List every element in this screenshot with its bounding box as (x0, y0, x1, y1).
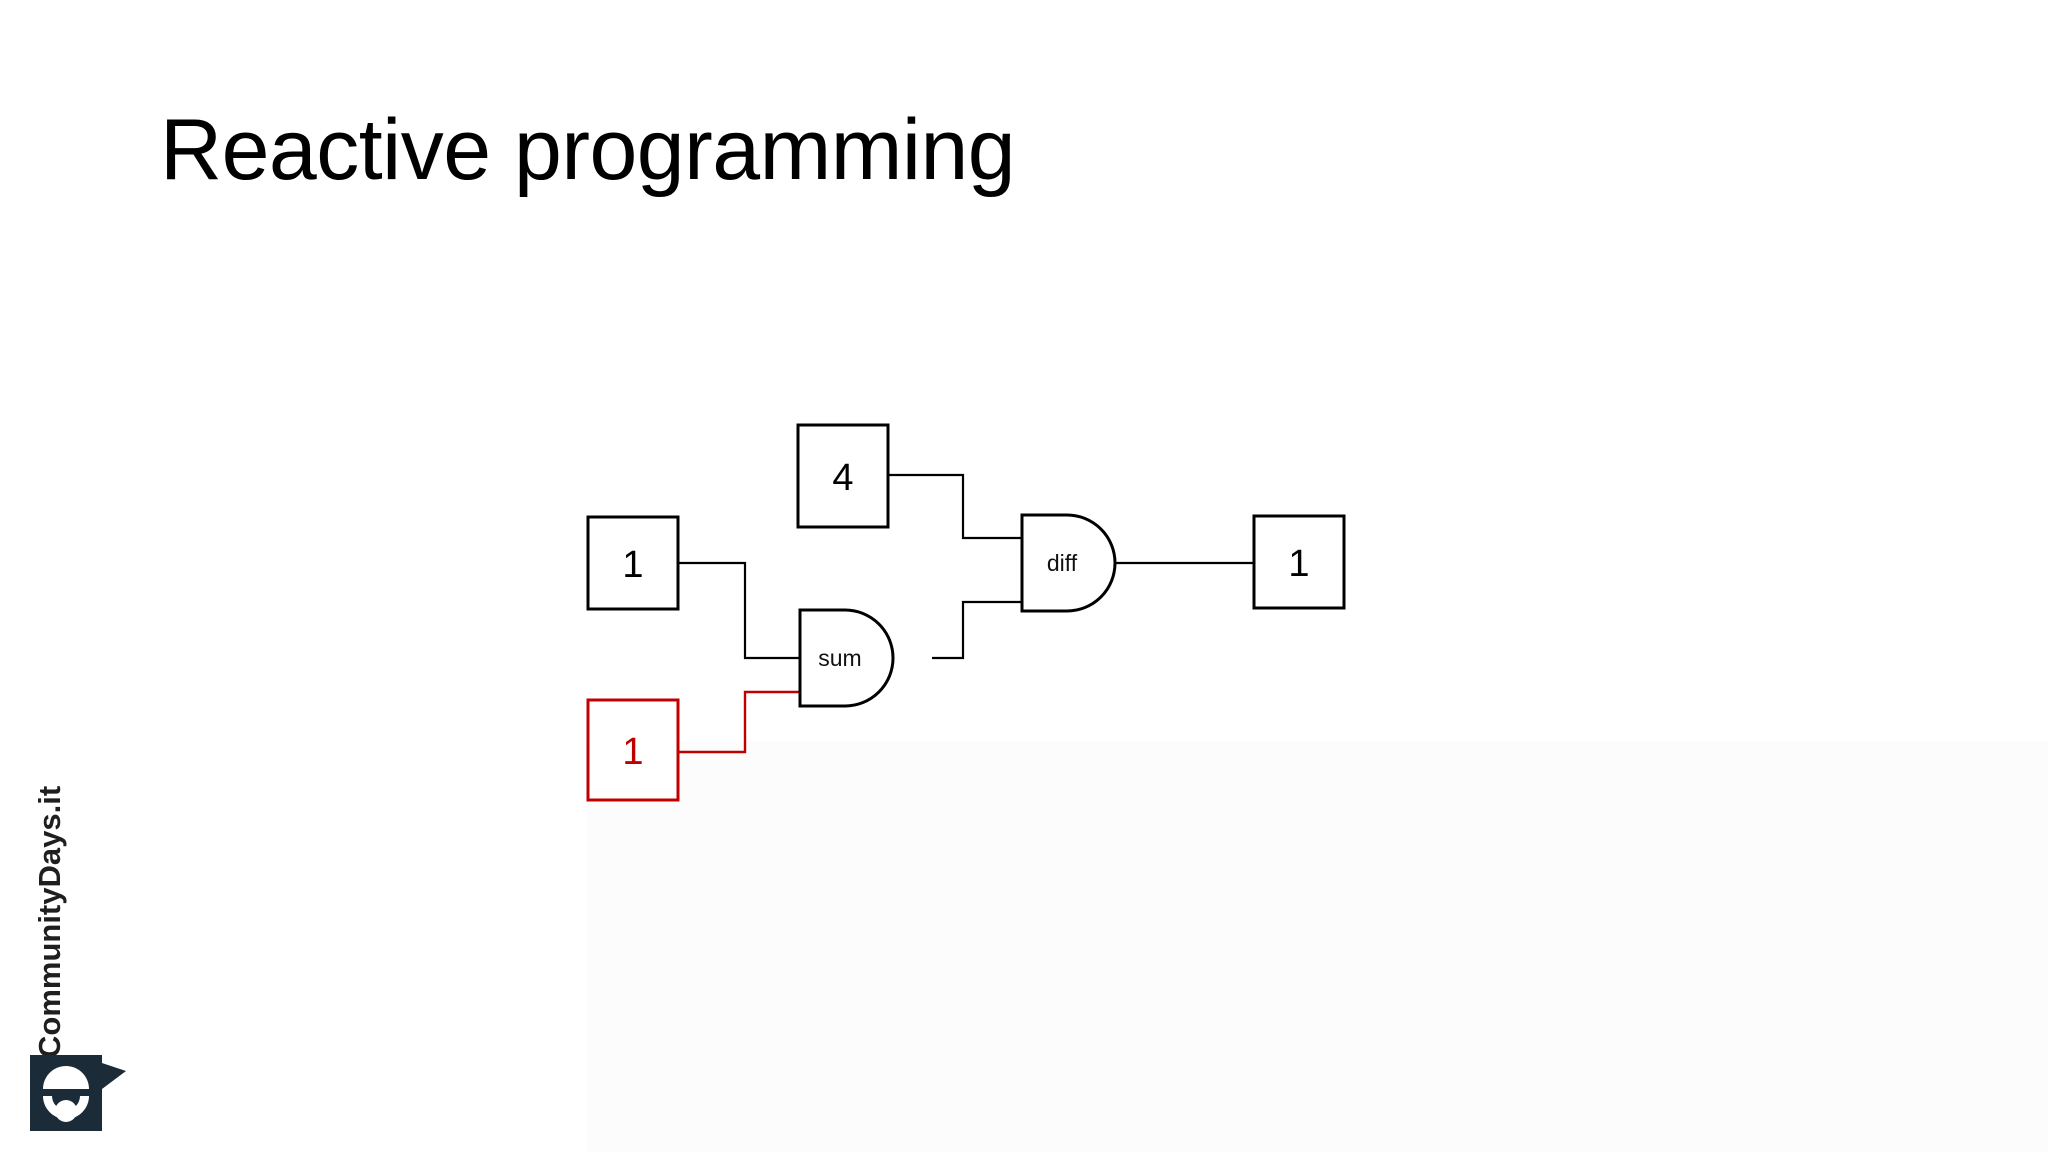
gate-label-diff: diff (1047, 550, 1078, 576)
node-value-box-input-four[interactable]: 4 (796, 423, 890, 529)
node-value-box-input-b[interactable]: 1 (586, 698, 680, 802)
node-value-box-input-a[interactable]: 1 (586, 515, 680, 611)
value-box-label-output: 1 (1288, 543, 1309, 585)
background-panel (586, 742, 2048, 1152)
gate-label-sum: sum (818, 645, 861, 671)
communitydays-logo-icon (30, 1055, 126, 1131)
watermark-label: CommunityDays.it (32, 785, 67, 1058)
value-box-label-input-four: 4 (832, 457, 853, 499)
edge-sum-to-diff (932, 600, 1022, 660)
branding-watermark: CommunityDays.it (0, 0, 120, 1152)
value-box-label-input-a: 1 (622, 544, 643, 586)
value-box-label-input-b: 1 (622, 731, 643, 773)
page-title: Reactive programming (160, 102, 1016, 198)
node-value-box-output[interactable]: 1 (1252, 514, 1346, 610)
node-gate-sum[interactable]: sum (798, 608, 895, 708)
edge-input-four-to-diff (888, 473, 1022, 540)
edge-input-b-to-sum (678, 690, 800, 754)
node-gate-diff[interactable]: diff (1020, 513, 1117, 613)
edge-input-a-to-sum (678, 561, 800, 660)
